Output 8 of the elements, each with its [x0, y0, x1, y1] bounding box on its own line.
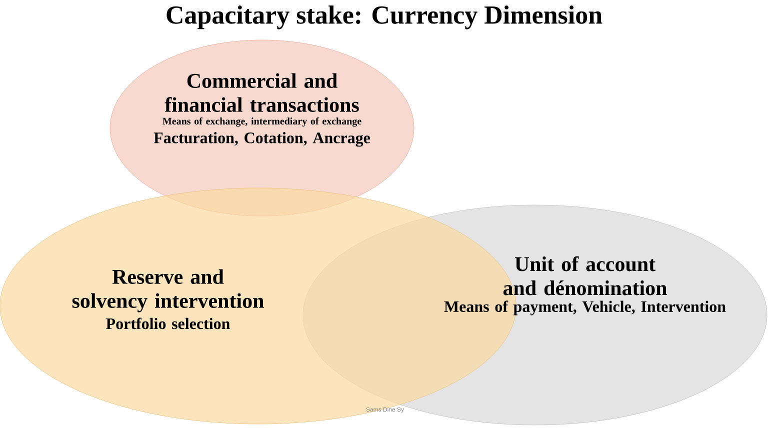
- heading: Commercial and financial transactions: [164, 73, 359, 112]
- subtext: Facturation, Cotation, Ancrage: [154, 132, 370, 147]
- title: Capacitary stake: Currency Dimension: [166, 6, 602, 30]
- subtext: Portfolio selection: [106, 318, 230, 330]
- subtext: Means of payment, Vehicle, Intervention: [444, 300, 726, 316]
- heading: Reserve and solvency intervention: [72, 269, 264, 312]
- heading: Unit of account and dénomination: [503, 256, 667, 296]
- subtext: Means of exchange, intermediary of exchange: [162, 117, 362, 127]
